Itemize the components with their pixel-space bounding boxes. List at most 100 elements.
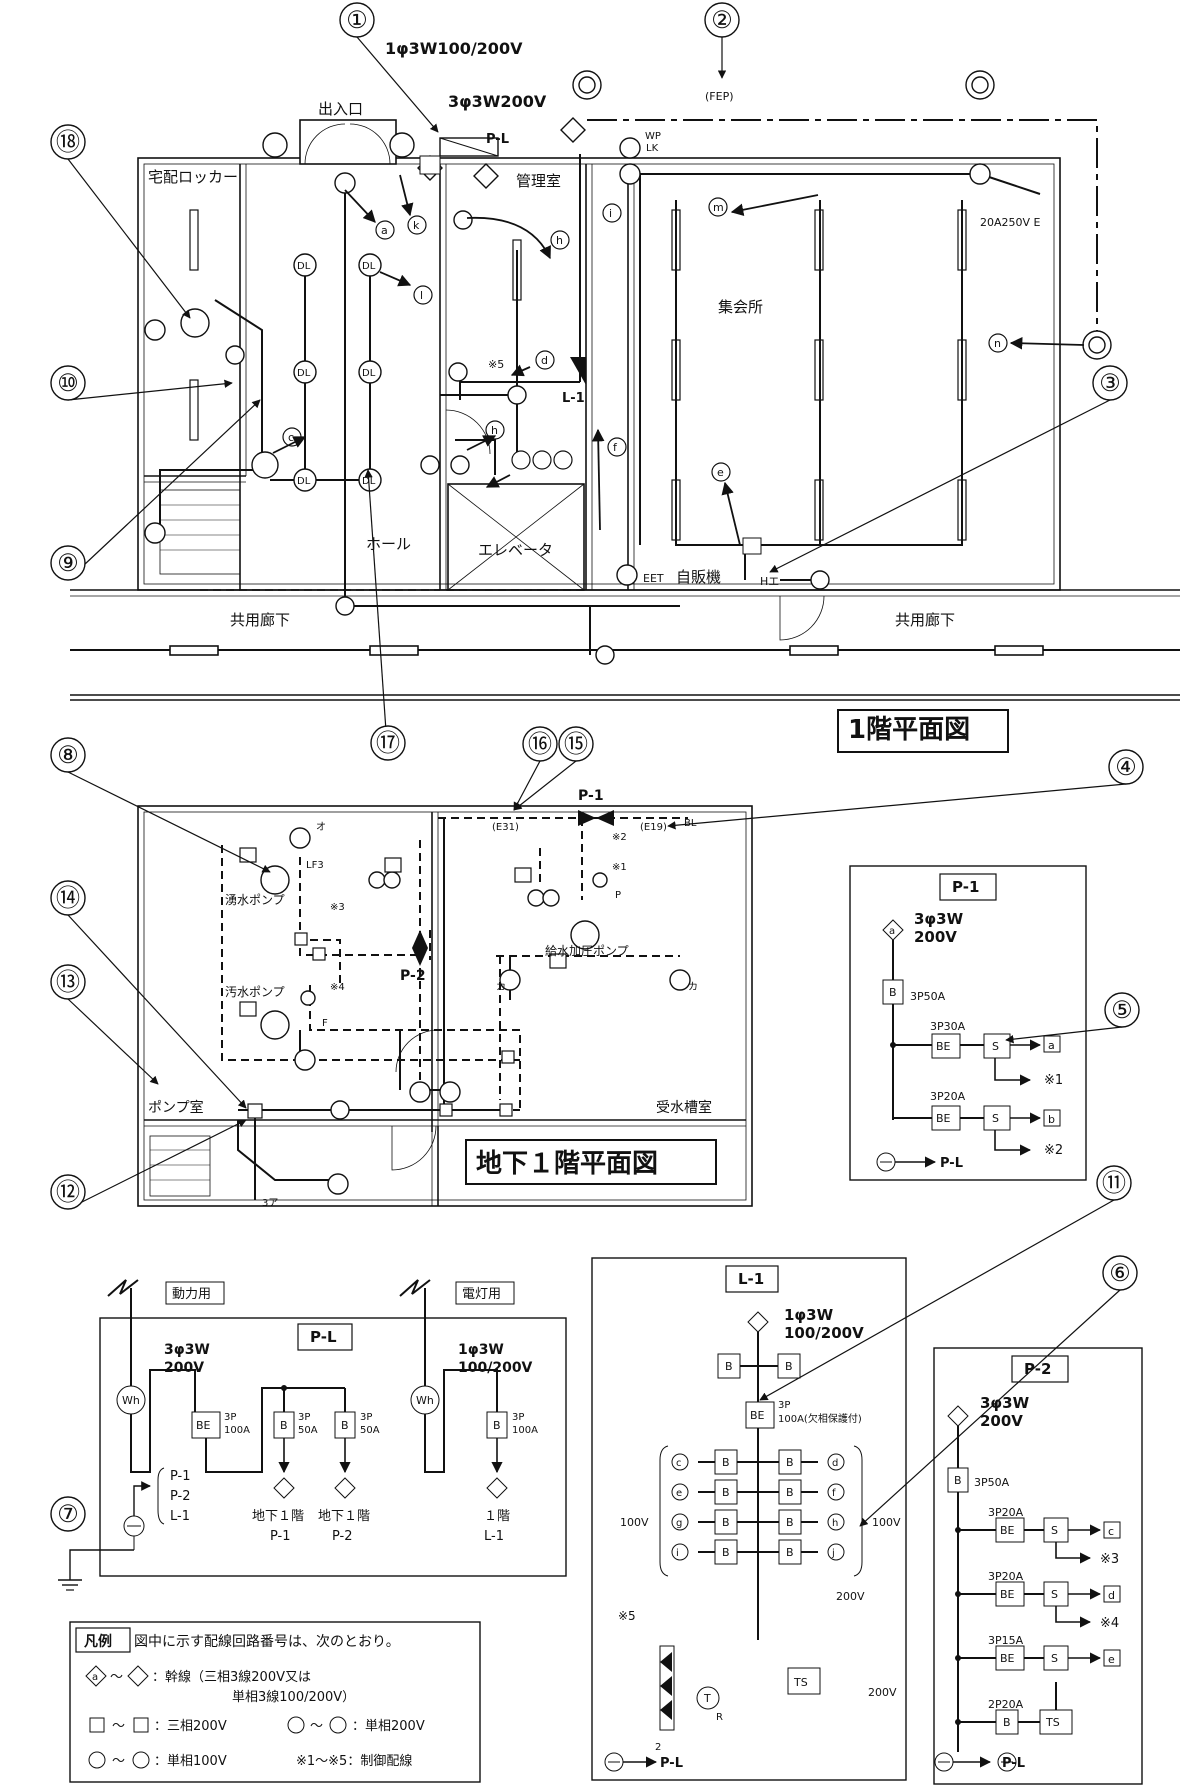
svg-text:3φ3W200V: 3φ3W200V bbox=[448, 92, 547, 111]
callout-circle bbox=[1092, 365, 1128, 401]
callout-leader bbox=[667, 783, 1127, 830]
p2-be-label: BE bbox=[1000, 1588, 1015, 1601]
svg-text:BE: BE bbox=[936, 1040, 951, 1053]
svg-text:50A: 50A bbox=[298, 1425, 318, 1436]
l1-circuit-mark bbox=[671, 1543, 689, 1561]
l1-breaker-label: B bbox=[722, 1456, 730, 1469]
svg-text:地下１階平面図: 地下１階平面図 bbox=[476, 1149, 658, 1179]
pl-panel: P-L 動力用 電灯用 Wh BE 3φ3W 200V 3P 100A B B … bbox=[58, 1279, 567, 1591]
legend-title: 凡例 bbox=[84, 1633, 112, 1650]
callout-number: ② bbox=[711, 6, 733, 34]
svg-text:TS: TS bbox=[793, 1676, 808, 1689]
svg-text:200V: 200V bbox=[164, 1360, 204, 1376]
svg-text:100/200V: 100/200V bbox=[458, 1360, 533, 1376]
l1-breaker-label: B bbox=[786, 1546, 794, 1559]
svg-text:e: e bbox=[717, 466, 724, 479]
basement-boxes bbox=[239, 847, 567, 1119]
svg-text:共用廊下: 共用廊下 bbox=[895, 611, 955, 629]
svg-text:P-1: P-1 bbox=[578, 788, 604, 804]
svg-text:F: F bbox=[322, 1018, 328, 1029]
svg-text:受水槽室: 受水槽室 bbox=[656, 1099, 712, 1116]
l1-circuit-letter: d bbox=[832, 1458, 838, 1469]
svg-text:100V: 100V bbox=[872, 1516, 901, 1529]
callout-number: ⑩ bbox=[57, 369, 79, 397]
p2-valve-b bbox=[412, 948, 428, 966]
l1-breaker bbox=[714, 1479, 738, 1505]
svg-text:～: ～ bbox=[112, 1719, 125, 1734]
svg-text:：単相200V: ：単相200V bbox=[352, 1718, 425, 1734]
exterior-lights bbox=[144, 70, 1112, 665]
svg-text:B: B bbox=[341, 1419, 349, 1432]
svg-text:200V: 200V bbox=[914, 928, 957, 946]
svg-text:※2: ※2 bbox=[1044, 1143, 1063, 1158]
floor1-mark-letters: a k l h d h c i f e m n ※5 bbox=[288, 201, 1001, 479]
p2-be-box bbox=[995, 1645, 1025, 1671]
callout-number: ① bbox=[346, 6, 368, 34]
f1-b-square bbox=[419, 155, 441, 175]
svg-text:(E19): (E19) bbox=[640, 822, 667, 833]
svg-text:DL: DL bbox=[297, 261, 311, 272]
callout-circle bbox=[50, 964, 86, 1000]
l1-circuit-letter: j bbox=[831, 1548, 835, 1559]
callout-circle bbox=[370, 725, 406, 761]
svg-text:汚水ポンプ: 汚水ポンプ bbox=[225, 985, 285, 999]
svg-text:c: c bbox=[288, 431, 294, 444]
callout-leader bbox=[513, 760, 577, 811]
svg-text:共用廊下: 共用廊下 bbox=[230, 611, 290, 629]
callout-leader bbox=[67, 771, 271, 873]
svg-text:オ: オ bbox=[316, 821, 326, 833]
svg-text:Wh: Wh bbox=[122, 1394, 140, 1407]
svg-text:a: a bbox=[1048, 1039, 1055, 1052]
callout-leader bbox=[67, 1119, 247, 1210]
p2-dest-box bbox=[1103, 1649, 1121, 1667]
l1-circuit-mark bbox=[827, 1483, 845, 1501]
vending-box bbox=[742, 537, 762, 555]
p2-ctrl-label: ※3 bbox=[1100, 1552, 1119, 1567]
svg-text:L-1: L-1 bbox=[484, 1529, 504, 1544]
svg-text:T: T bbox=[703, 1692, 711, 1705]
svg-text:ポンプ室: ポンプ室 bbox=[148, 1099, 204, 1116]
svg-text:f: f bbox=[613, 441, 618, 454]
svg-text:S: S bbox=[992, 1112, 999, 1125]
l1-circuit-letter: h bbox=[832, 1518, 838, 1529]
legend-box: 凡例 図中に示す配線回路番号は、次のとおり。 a ～ L-1 ：幹線（三相3線2… bbox=[69, 1621, 481, 1783]
l1-breaker bbox=[778, 1479, 802, 1505]
callout-number: ⑱ bbox=[56, 128, 80, 156]
svg-text:3P20A: 3P20A bbox=[930, 1090, 966, 1103]
floor1-circle-marks bbox=[282, 197, 1008, 482]
svg-text:BE: BE bbox=[196, 1419, 211, 1432]
callout-circle bbox=[1108, 749, 1144, 785]
svg-text:m: m bbox=[713, 201, 724, 214]
l1-breaker-label: B bbox=[786, 1456, 794, 1469]
floor1-title-box bbox=[837, 709, 1009, 753]
callout-number: ⑬ bbox=[56, 968, 80, 996]
svg-text:a: a bbox=[889, 926, 895, 937]
svg-text:L-1: L-1 bbox=[170, 1509, 190, 1524]
svg-text:カ: カ bbox=[688, 981, 698, 993]
p2-rating: 2P20A bbox=[988, 1698, 1024, 1711]
svg-text:50A: 50A bbox=[360, 1425, 380, 1436]
callout-number: ⑧ bbox=[57, 741, 79, 769]
callout-leader bbox=[356, 36, 439, 133]
svg-text:P: P bbox=[615, 890, 621, 901]
svg-text:3P: 3P bbox=[778, 1400, 790, 1411]
svg-text:宅配ロッカー: 宅配ロッカー bbox=[148, 168, 238, 186]
svg-text:エレベータ: エレベータ bbox=[478, 541, 553, 559]
svg-text:地下１階: 地下１階 bbox=[252, 1509, 304, 1524]
svg-text:１階: １階 bbox=[484, 1509, 510, 1524]
p2-ctrl-arrow bbox=[1055, 1542, 1092, 1564]
svg-text:100A: 100A bbox=[512, 1425, 538, 1436]
svg-text:B: B bbox=[889, 986, 897, 999]
callout-leader bbox=[769, 399, 1111, 573]
p2-be-box bbox=[995, 1581, 1025, 1607]
callout-leader bbox=[1005, 1026, 1123, 1044]
p2-dest-box bbox=[1103, 1521, 1121, 1539]
svg-text:集会所: 集会所 bbox=[718, 298, 763, 316]
callout-number: ⑦ bbox=[57, 1500, 79, 1528]
callout-number: ⑥ bbox=[1109, 1259, 1131, 1287]
l1-breaker bbox=[778, 1449, 802, 1475]
p2-ctrl-label: ※4 bbox=[1100, 1616, 1119, 1631]
svg-text:DL: DL bbox=[297, 476, 311, 487]
svg-text:※5: ※5 bbox=[618, 1609, 636, 1623]
